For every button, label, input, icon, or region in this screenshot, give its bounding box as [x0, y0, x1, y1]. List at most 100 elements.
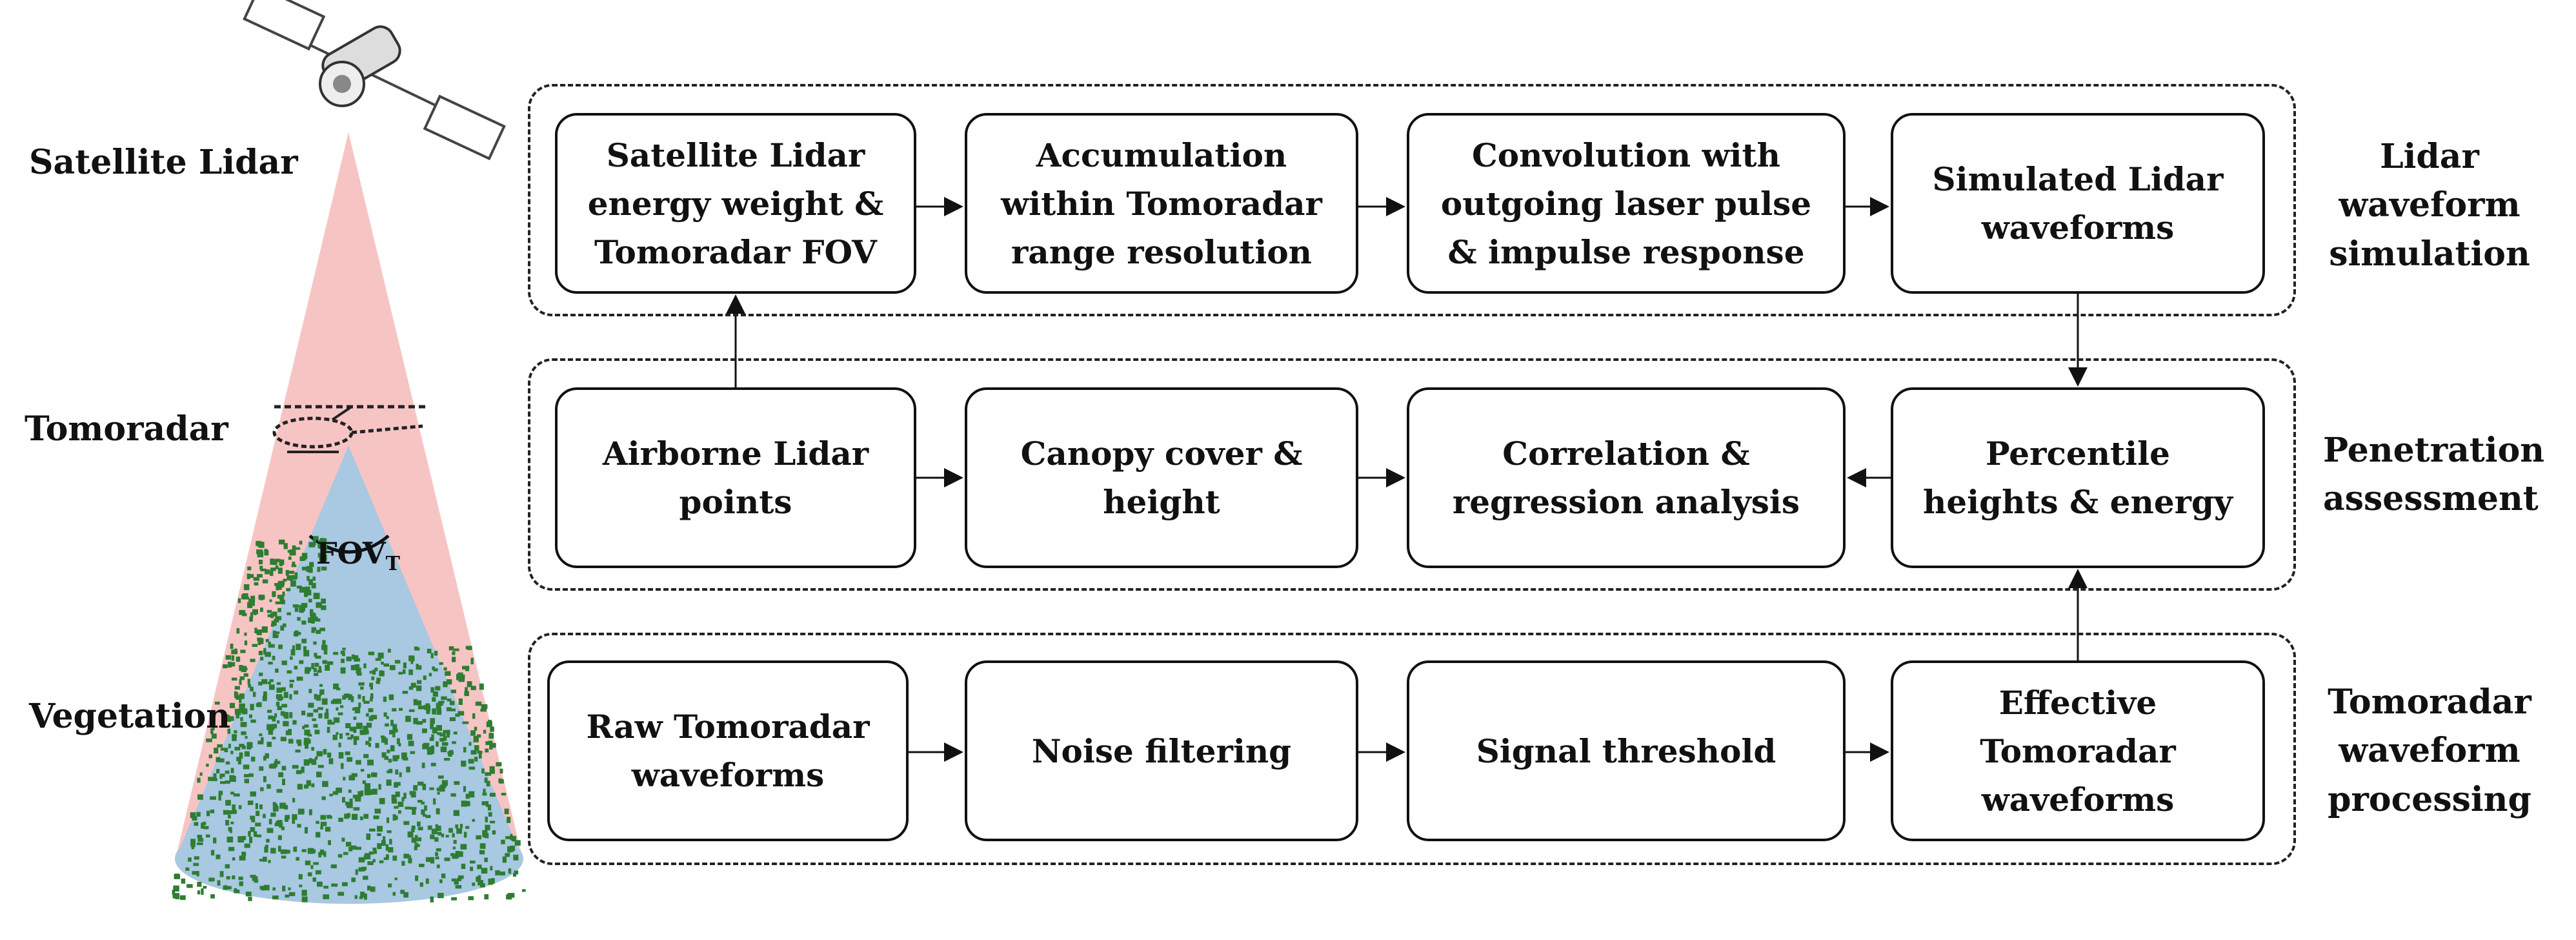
vegetation-point [394, 815, 398, 820]
vegetation-point [250, 659, 256, 662]
vegetation-point [294, 631, 301, 635]
vegetation-point [512, 835, 516, 842]
vegetation-point [341, 837, 345, 842]
vegetation-point [254, 582, 259, 586]
vegetation-point [236, 695, 242, 700]
vegetation-point [454, 781, 460, 785]
vegetation-point [301, 849, 307, 852]
vegetation-point [219, 871, 224, 877]
vegetation-point [403, 662, 407, 669]
vegetation-point [368, 716, 374, 721]
vegetation-point [273, 806, 276, 812]
vegetation-point [216, 757, 221, 762]
vegetation-point [251, 757, 256, 762]
vegetation-point [470, 866, 474, 872]
vegetation-point [305, 744, 309, 749]
vegetation-point [416, 664, 419, 668]
vegetation-point [356, 760, 361, 765]
vegetation-point [481, 768, 485, 774]
vegetation-point [250, 827, 256, 832]
beam-base [175, 813, 523, 904]
vegetation-point [314, 756, 318, 760]
vegetation-point [401, 861, 405, 866]
vegetation-point [372, 788, 377, 795]
vegetation-point [213, 837, 217, 844]
vegetation-point [220, 748, 226, 751]
vegetation-point [208, 777, 214, 781]
vegetation-point [281, 687, 286, 691]
vegetation-point [446, 707, 452, 711]
vegetation-point [367, 773, 371, 778]
vegetation-point [258, 560, 263, 565]
vegetation-point [279, 600, 285, 604]
vegetation-point [267, 828, 274, 833]
vegetation-point [424, 805, 427, 811]
vegetation-point [342, 695, 347, 700]
vegetation-point [426, 745, 429, 750]
vegetation-point [197, 838, 204, 842]
vegetation-point [432, 727, 438, 734]
vegetation-point [247, 602, 253, 608]
vegetation-point [280, 737, 287, 742]
vegetation-point [430, 834, 435, 839]
vegetation-point [236, 657, 241, 662]
vegetation-point [343, 852, 348, 855]
illustration [172, 0, 526, 904]
vegetation-point [306, 780, 311, 786]
vegetation-point [408, 857, 412, 864]
vegetation-point [254, 831, 257, 837]
vegetation-point [268, 729, 274, 735]
vegetation-point [306, 569, 310, 572]
vegetation-point [370, 715, 377, 720]
vegetation-point [230, 750, 234, 755]
vegetation-point [301, 566, 307, 571]
vegetation-point [274, 583, 280, 586]
vegetation-point [282, 779, 285, 786]
vegetation-point [290, 649, 296, 656]
vegetation-point [289, 577, 293, 581]
vegetation-point [332, 791, 339, 795]
vegetation-point [441, 696, 447, 700]
vegetation-point [499, 768, 503, 773]
vegetation-point [311, 582, 316, 589]
vegetation-point [196, 812, 201, 817]
vegetation-point [484, 857, 488, 863]
vegetation-point [427, 825, 432, 830]
vegetation-point [454, 879, 459, 885]
vegetation-point [316, 771, 322, 777]
vegetation-point [403, 853, 409, 859]
vegetation-point [346, 842, 352, 847]
vegetation-point [216, 854, 221, 859]
vegetation-point [174, 874, 181, 879]
vegetation-point [290, 580, 296, 587]
vegetation-point [383, 857, 388, 861]
vegetation-point [261, 679, 268, 684]
vegetation-point [256, 834, 261, 837]
vegetation-point [439, 879, 443, 883]
vegetation-point [461, 761, 467, 767]
vegetation-point [260, 657, 264, 660]
vegetation-point [263, 884, 270, 891]
vegetation-point [320, 821, 327, 826]
vegetation-point [431, 745, 434, 750]
vegetation-point [278, 772, 284, 777]
vegetation-point [370, 683, 373, 690]
vegetation-point [392, 734, 396, 738]
vegetation-point [479, 843, 486, 849]
vegetation-point [513, 854, 519, 861]
vegetation-point [315, 655, 321, 659]
vegetation-point [274, 618, 279, 622]
vegetation-point [239, 609, 246, 615]
vegetation-point [457, 877, 462, 881]
vegetation-point [274, 558, 281, 562]
vegetation-point [289, 679, 294, 682]
vegetation-point [318, 666, 321, 672]
vegetation-point [395, 769, 399, 775]
vegetation-point [281, 766, 287, 771]
vegetation-point [248, 684, 252, 688]
vegetation-point [372, 669, 376, 675]
vegetation-point [421, 762, 425, 768]
vegetation-point [450, 708, 456, 711]
